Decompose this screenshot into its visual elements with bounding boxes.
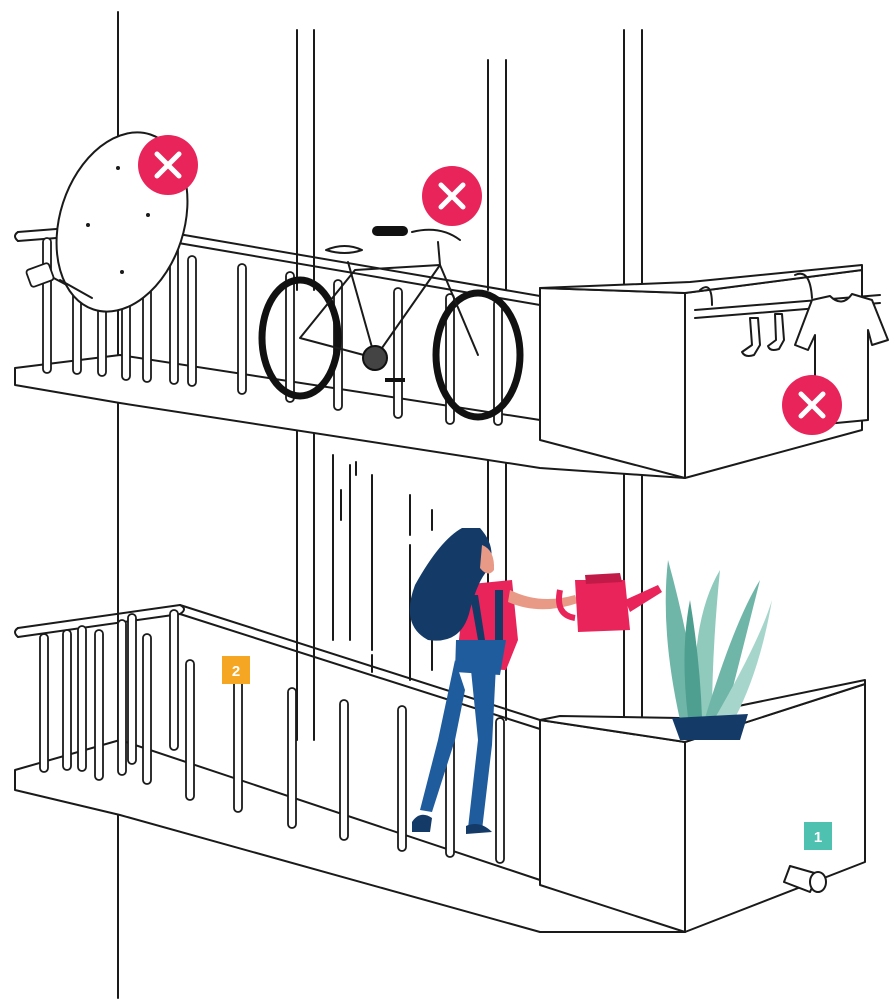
prohibited-dish-marker [138,135,198,195]
marker-1-label: 1 [814,829,822,846]
marker-2: 2 [222,656,250,684]
marker-1: 1 [804,822,832,850]
marker-2-label: 2 [232,663,240,680]
prohibited-laundry-marker [782,375,842,435]
water-drips [333,455,432,680]
prohibited-bicycle-marker [422,166,482,226]
